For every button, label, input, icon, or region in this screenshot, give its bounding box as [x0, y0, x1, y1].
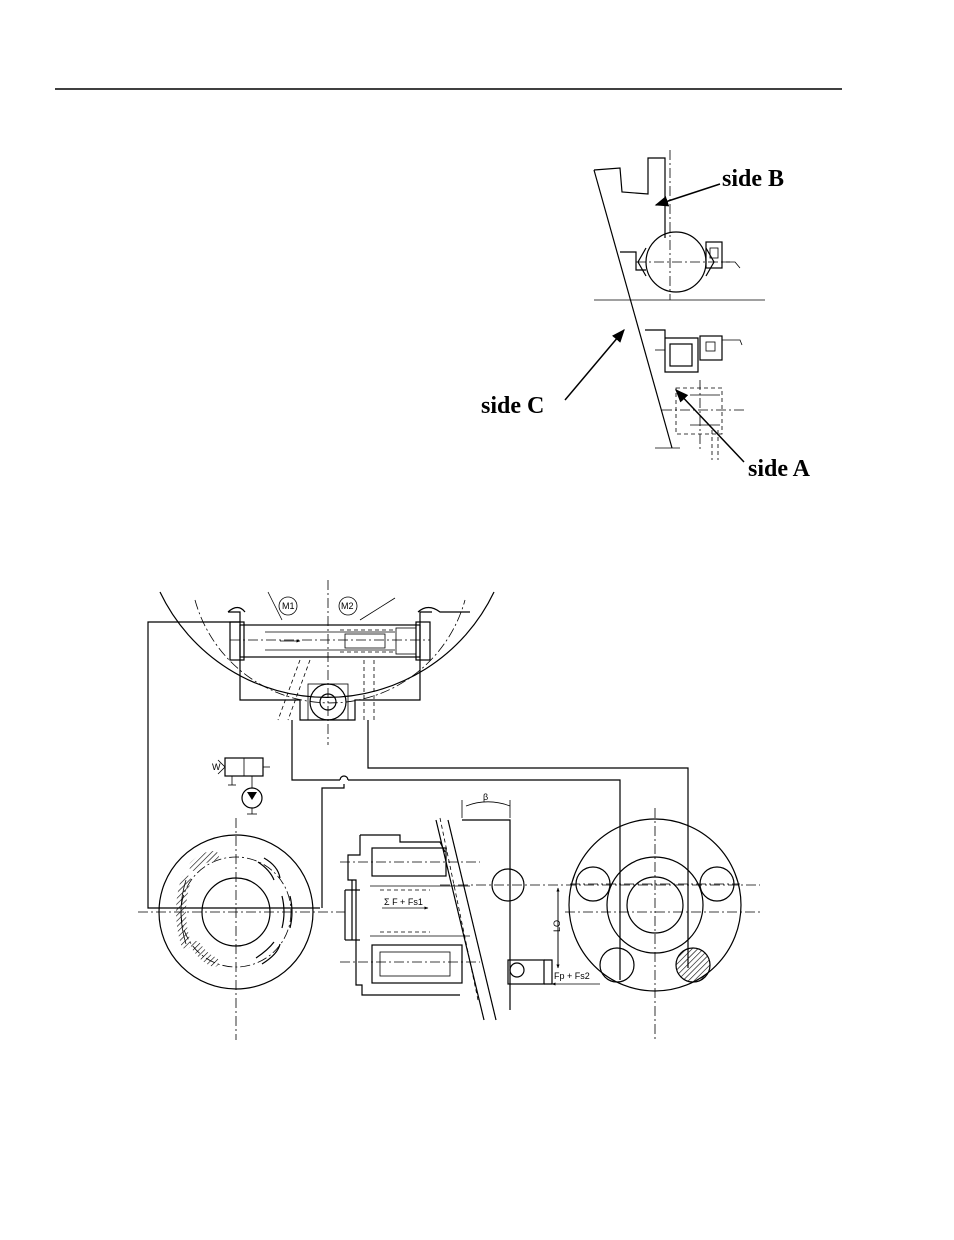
beta-label: β	[483, 792, 488, 802]
m1-port-label: M1	[282, 601, 295, 611]
flange-view	[565, 808, 760, 1040]
control-valve-housing: M1 M2	[160, 580, 494, 745]
side-b-label: side B	[722, 166, 784, 192]
fp-fs2-label: Fp + Fs2	[554, 971, 590, 981]
m2-port-label: M2	[341, 601, 354, 611]
pump-section-view: Σ F + Fs1 β LO Fp + Fs2	[340, 792, 760, 1020]
detail-view: side B side C side A	[481, 150, 811, 482]
sum-force-label: Σ F + Fs1	[384, 897, 423, 907]
hydraulic-lines	[148, 622, 688, 980]
w-label: W	[212, 762, 221, 772]
valve-plate-view	[138, 818, 345, 1040]
solenoid-valve-symbol: W	[212, 758, 270, 814]
side-c-label: side C	[481, 393, 544, 419]
side-a-label: side A	[748, 456, 811, 482]
lo-dimension-label: LO	[552, 920, 562, 932]
